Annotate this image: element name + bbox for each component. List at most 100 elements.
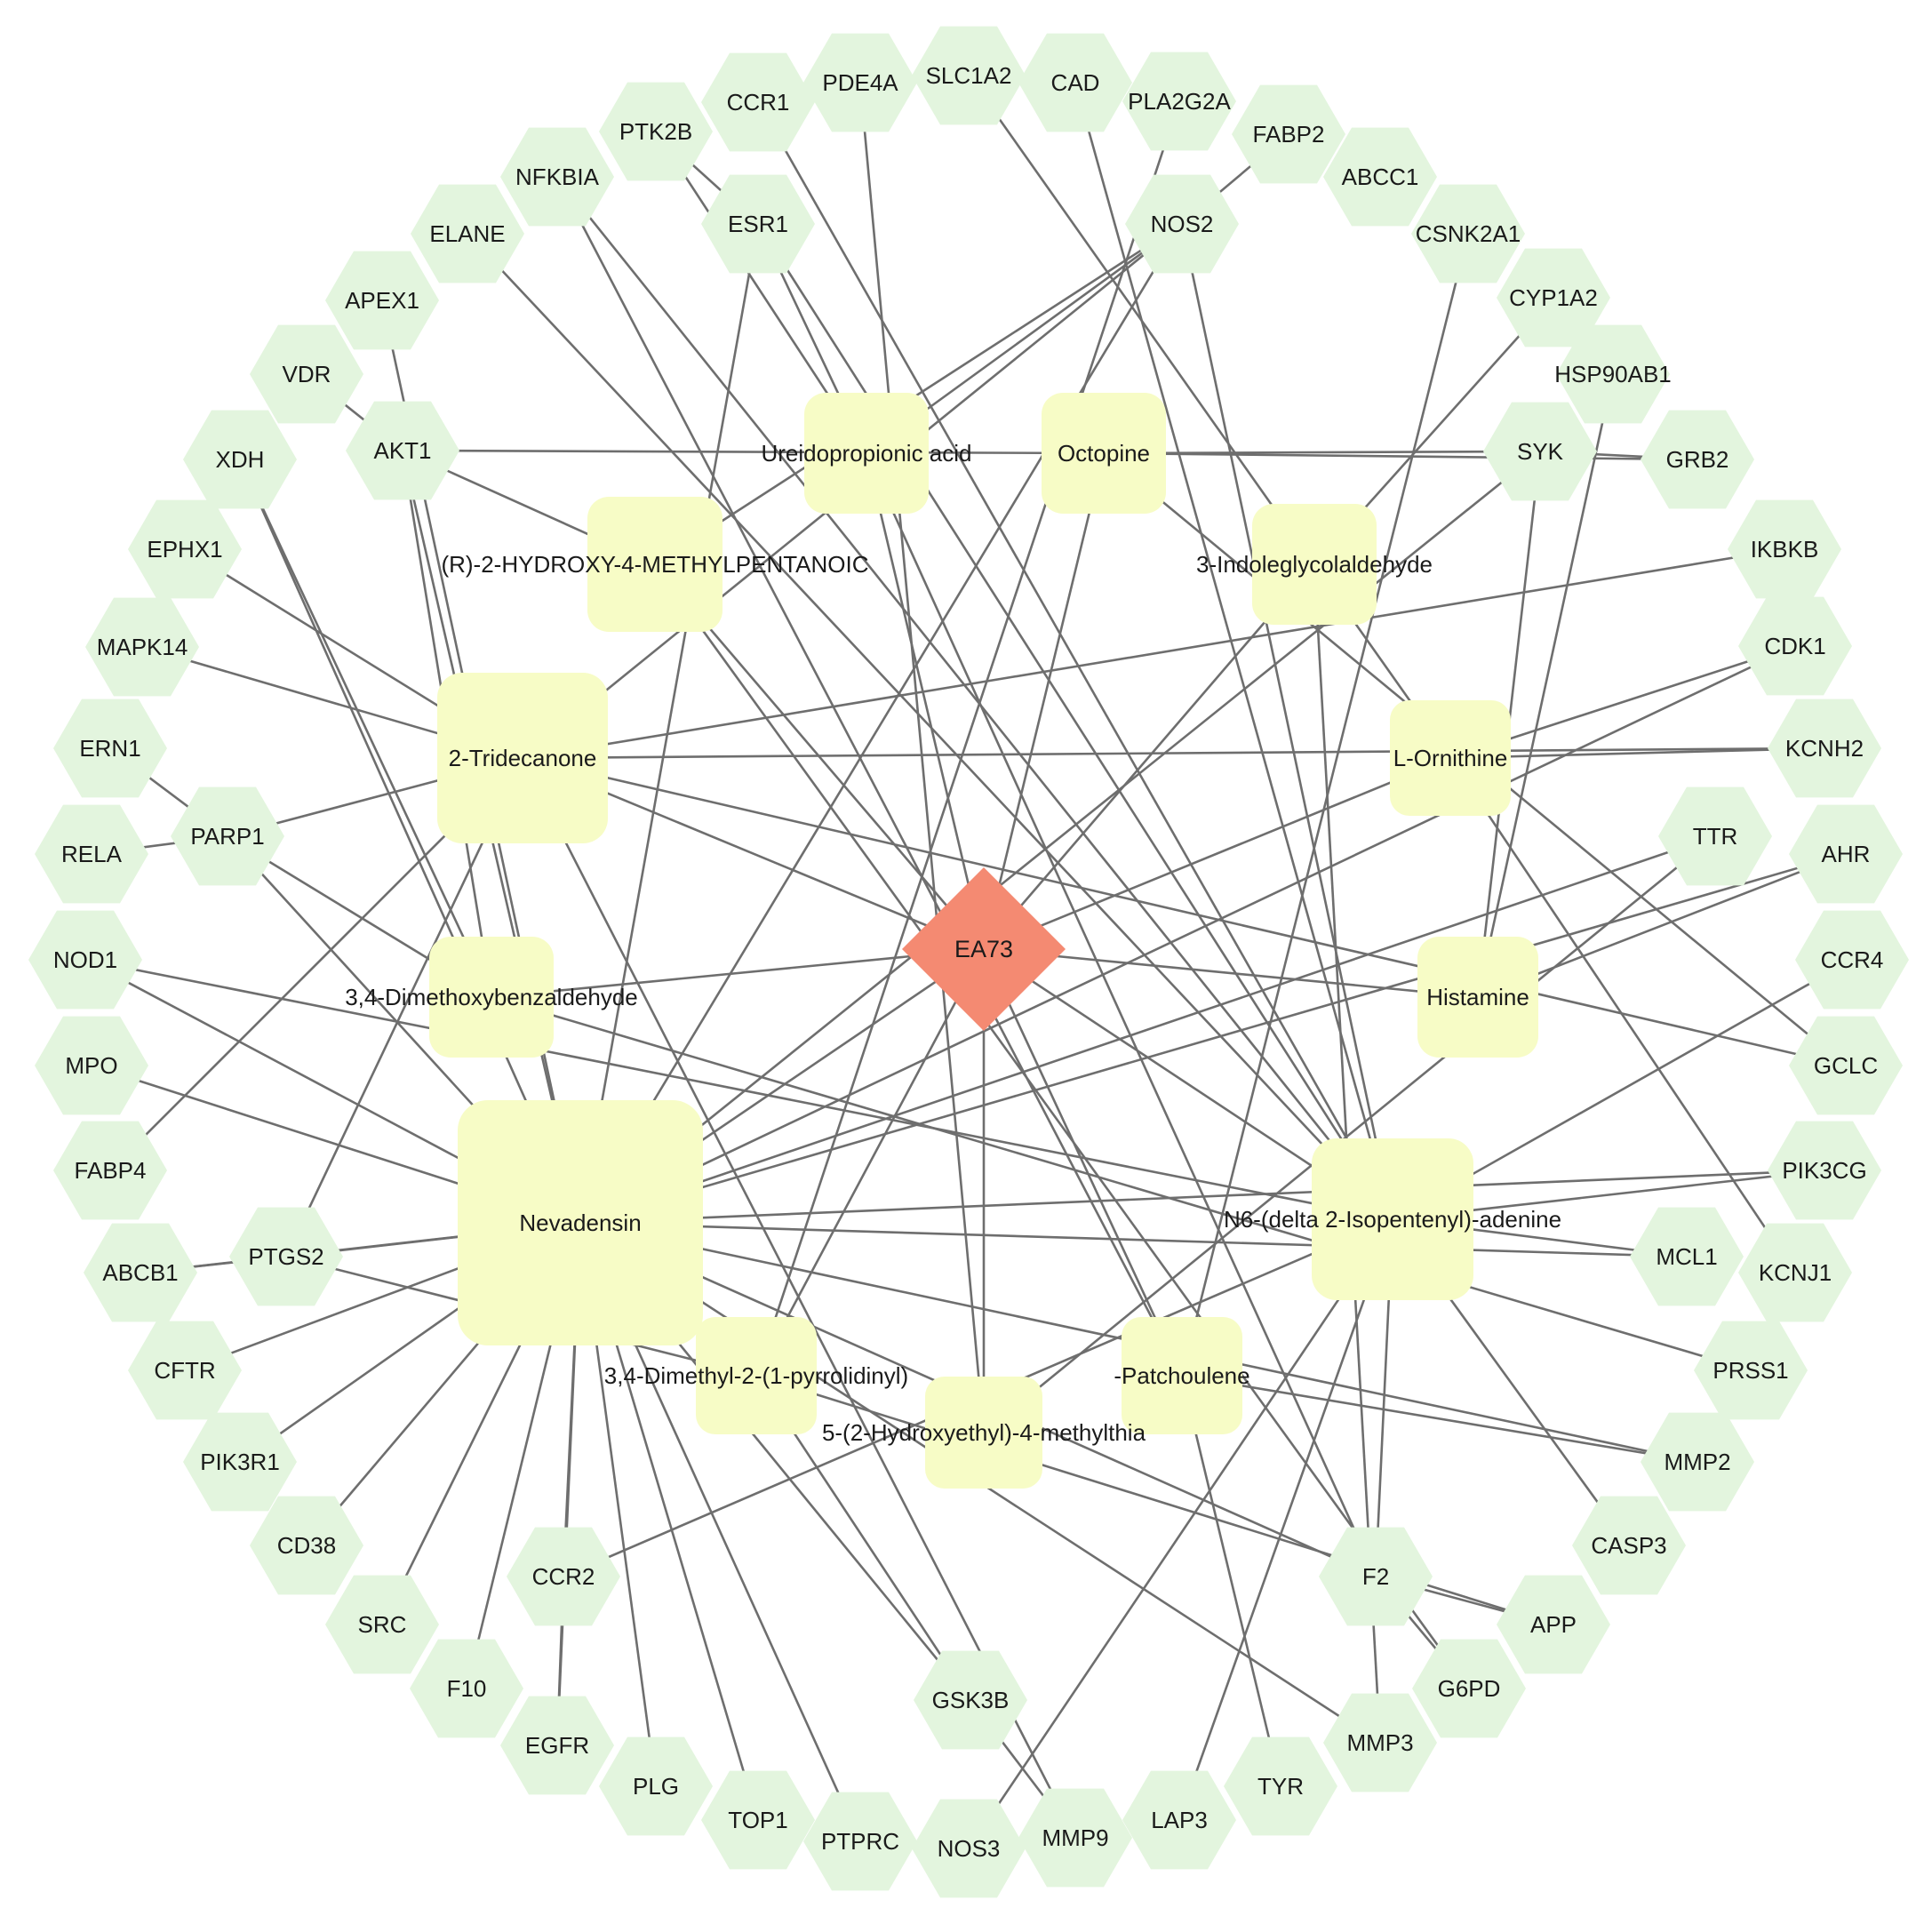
target-node-ccr4[interactable]: CCR4 — [1795, 910, 1909, 1010]
target-node-gclc[interactable]: GCLC — [1789, 1016, 1903, 1115]
target-node-ptgs2[interactable]: PTGS2 — [229, 1207, 343, 1306]
target-node-cad[interactable]: CAD — [1018, 33, 1132, 132]
target-node-plg[interactable]: PLG — [599, 1736, 713, 1836]
target-node-gsk3b[interactable]: GSK3B — [914, 1650, 1027, 1750]
target-hexagon — [229, 1207, 343, 1306]
target-hexagon — [1497, 1575, 1610, 1674]
target-node-grb2[interactable]: GRB2 — [1641, 410, 1754, 509]
target-node-prss1[interactable]: PRSS1 — [1694, 1321, 1808, 1420]
target-node-mapk14[interactable]: MAPK14 — [85, 597, 199, 697]
compound-node-5-2-hydroxyethyl-4-methylthia[interactable] — [925, 1377, 1042, 1489]
edge-nevadensin-cdk1 — [579, 644, 1796, 1225]
target-label: RELA — [61, 841, 123, 867]
target-node-abcc1[interactable]: ABCC1 — [1323, 127, 1437, 227]
edge-layer — [84, 75, 1853, 1849]
target-node-pde4a[interactable]: PDE4A — [803, 33, 917, 132]
target-node-fabp2[interactable]: FABP2 — [1232, 84, 1345, 184]
target-node-cftr[interactable]: CFTR — [128, 1321, 242, 1420]
target-node-f2[interactable]: F2 — [1319, 1527, 1433, 1626]
target-node-ikbkb[interactable]: IKBKB — [1728, 499, 1841, 599]
target-node-kcnj1[interactable]: KCNJ1 — [1738, 1223, 1852, 1322]
target-label: GRB2 — [1666, 446, 1729, 473]
target-node-pla2g2a[interactable]: PLA2G2A — [1122, 52, 1236, 151]
target-label: MMP2 — [1664, 1449, 1730, 1475]
target-node-vdr[interactable]: VDR — [250, 324, 363, 424]
target-label: VDR — [283, 361, 331, 387]
compound-node-nevadensin[interactable] — [458, 1100, 703, 1345]
target-node-fabp4[interactable]: FABP4 — [53, 1121, 167, 1220]
target-node-pik3r1[interactable]: PIK3R1 — [183, 1412, 297, 1512]
target-node-rela[interactable]: RELA — [35, 804, 148, 904]
target-node-akt1[interactable]: AKT1 — [346, 401, 459, 500]
compound-node-r-2-hydroxy-4-methylpentanoic[interactable] — [587, 497, 723, 632]
edge-nevadensin-xdh — [238, 459, 582, 1224]
target-node-g6pd[interactable]: G6PD — [1412, 1639, 1526, 1738]
target-node-pik3cg[interactable]: PIK3CG — [1768, 1121, 1881, 1220]
target-node-slc1a2[interactable]: SLC1A2 — [912, 26, 1026, 125]
target-node-cyp1a2[interactable]: CYP1A2 — [1497, 248, 1610, 347]
compound-node-3-4-dimethoxybenzaldehyde[interactable] — [429, 937, 554, 1058]
target-node-elane[interactable]: ELANE — [411, 184, 524, 283]
compound-label-3-4-dimethyl-2-1-pyrrolidinyl: 3,4-Dimethyl-2-(1-pyrrolidinyl) — [604, 1362, 908, 1389]
target-node-f10[interactable]: F10 — [410, 1639, 523, 1738]
target-label: APEX1 — [345, 287, 419, 314]
target-label: G6PD — [1438, 1675, 1501, 1702]
compound-node-octopine[interactable] — [1042, 393, 1166, 514]
target-node-abcb1[interactable]: ABCB1 — [84, 1223, 197, 1322]
target-node-ptk2b[interactable]: PTK2B — [599, 82, 713, 181]
target-node-nos3[interactable]: NOS3 — [912, 1799, 1026, 1898]
target-node-mpo[interactable]: MPO — [35, 1016, 148, 1115]
target-node-kcnh2[interactable]: KCNH2 — [1768, 699, 1881, 798]
target-node-cdk1[interactable]: CDK1 — [1738, 596, 1852, 696]
target-node-cd38[interactable]: CD38 — [250, 1496, 363, 1595]
target-node-syk[interactable]: SYK — [1483, 402, 1597, 501]
target-hexagon — [1122, 52, 1236, 151]
target-label: F10 — [447, 1675, 487, 1702]
target-label: PTK2B — [619, 118, 692, 145]
target-node-xdh[interactable]: XDH — [183, 410, 297, 509]
target-node-nfkbia[interactable]: NFKBIA — [500, 127, 614, 227]
target-node-csnk2a1[interactable]: CSNK2A1 — [1411, 184, 1525, 283]
target-node-parp1[interactable]: PARP1 — [171, 786, 284, 886]
target-node-top1[interactable]: TOP1 — [701, 1770, 815, 1870]
target-node-nod1[interactable]: NOD1 — [28, 910, 142, 1010]
edge-histamine-hsp90ab1 — [1476, 373, 1615, 998]
compound-node-n6-delta-2-isopentenyl-adenine[interactable] — [1312, 1138, 1473, 1300]
target-node-mcl1[interactable]: MCL1 — [1630, 1207, 1744, 1306]
compound-node-l-ornithine[interactable] — [1390, 700, 1511, 816]
compound-node-ureidopropionic-acid[interactable] — [804, 393, 929, 514]
compound-node-histamine[interactable] — [1417, 937, 1538, 1058]
edge-r-2-hydroxy-4-methylpentanoic-g6pd — [653, 563, 1471, 1689]
target-node-app[interactable]: APP — [1497, 1575, 1610, 1674]
target-node-esr1[interactable]: ESR1 — [701, 174, 815, 274]
target-hexagon — [1572, 1496, 1686, 1595]
compound-box — [1252, 504, 1377, 625]
compound-node-2-tridecanone[interactable] — [437, 673, 608, 843]
target-node-lap3[interactable]: LAP3 — [1122, 1770, 1236, 1870]
target-node-mmp9[interactable]: MMP9 — [1018, 1788, 1132, 1888]
target-node-ccr1[interactable]: CCR1 — [701, 52, 815, 152]
target-label: NOS3 — [938, 1835, 1001, 1862]
compound-node-3-4-dimethyl-2-1-pyrrolidinyl[interactable] — [696, 1317, 817, 1434]
target-node-tyr[interactable]: TYR — [1224, 1736, 1337, 1836]
target-node-hsp90ab1[interactable]: HSP90AB1 — [1554, 324, 1672, 424]
target-node-nos2[interactable]: NOS2 — [1125, 174, 1239, 274]
compound-node-3-indoleglycolaldehyde[interactable] — [1252, 504, 1377, 625]
target-hexagon — [1738, 596, 1852, 696]
hub-node-ea73[interactable]: EA73 — [902, 867, 1066, 1031]
target-node-mmp2[interactable]: MMP2 — [1641, 1412, 1754, 1512]
target-node-egfr[interactable]: EGFR — [500, 1696, 614, 1795]
target-node-apex1[interactable]: APEX1 — [325, 251, 439, 350]
target-node-ptprc[interactable]: PTPRC — [803, 1792, 917, 1891]
target-label: PDE4A — [822, 69, 898, 96]
target-node-mmp3[interactable]: MMP3 — [1323, 1693, 1437, 1792]
target-node-casp3[interactable]: CASP3 — [1572, 1496, 1686, 1595]
target-node-ahr[interactable]: AHR — [1789, 804, 1903, 904]
target-node-ern1[interactable]: ERN1 — [53, 699, 167, 798]
target-node-ttr[interactable]: TTR — [1658, 786, 1772, 886]
target-node-ephx1[interactable]: EPHX1 — [128, 499, 242, 599]
target-hexagon — [1122, 1770, 1236, 1870]
compound-node-patchoulene[interactable] — [1122, 1317, 1242, 1434]
target-node-src[interactable]: SRC — [325, 1575, 439, 1674]
target-node-ccr2[interactable]: CCR2 — [507, 1527, 620, 1626]
